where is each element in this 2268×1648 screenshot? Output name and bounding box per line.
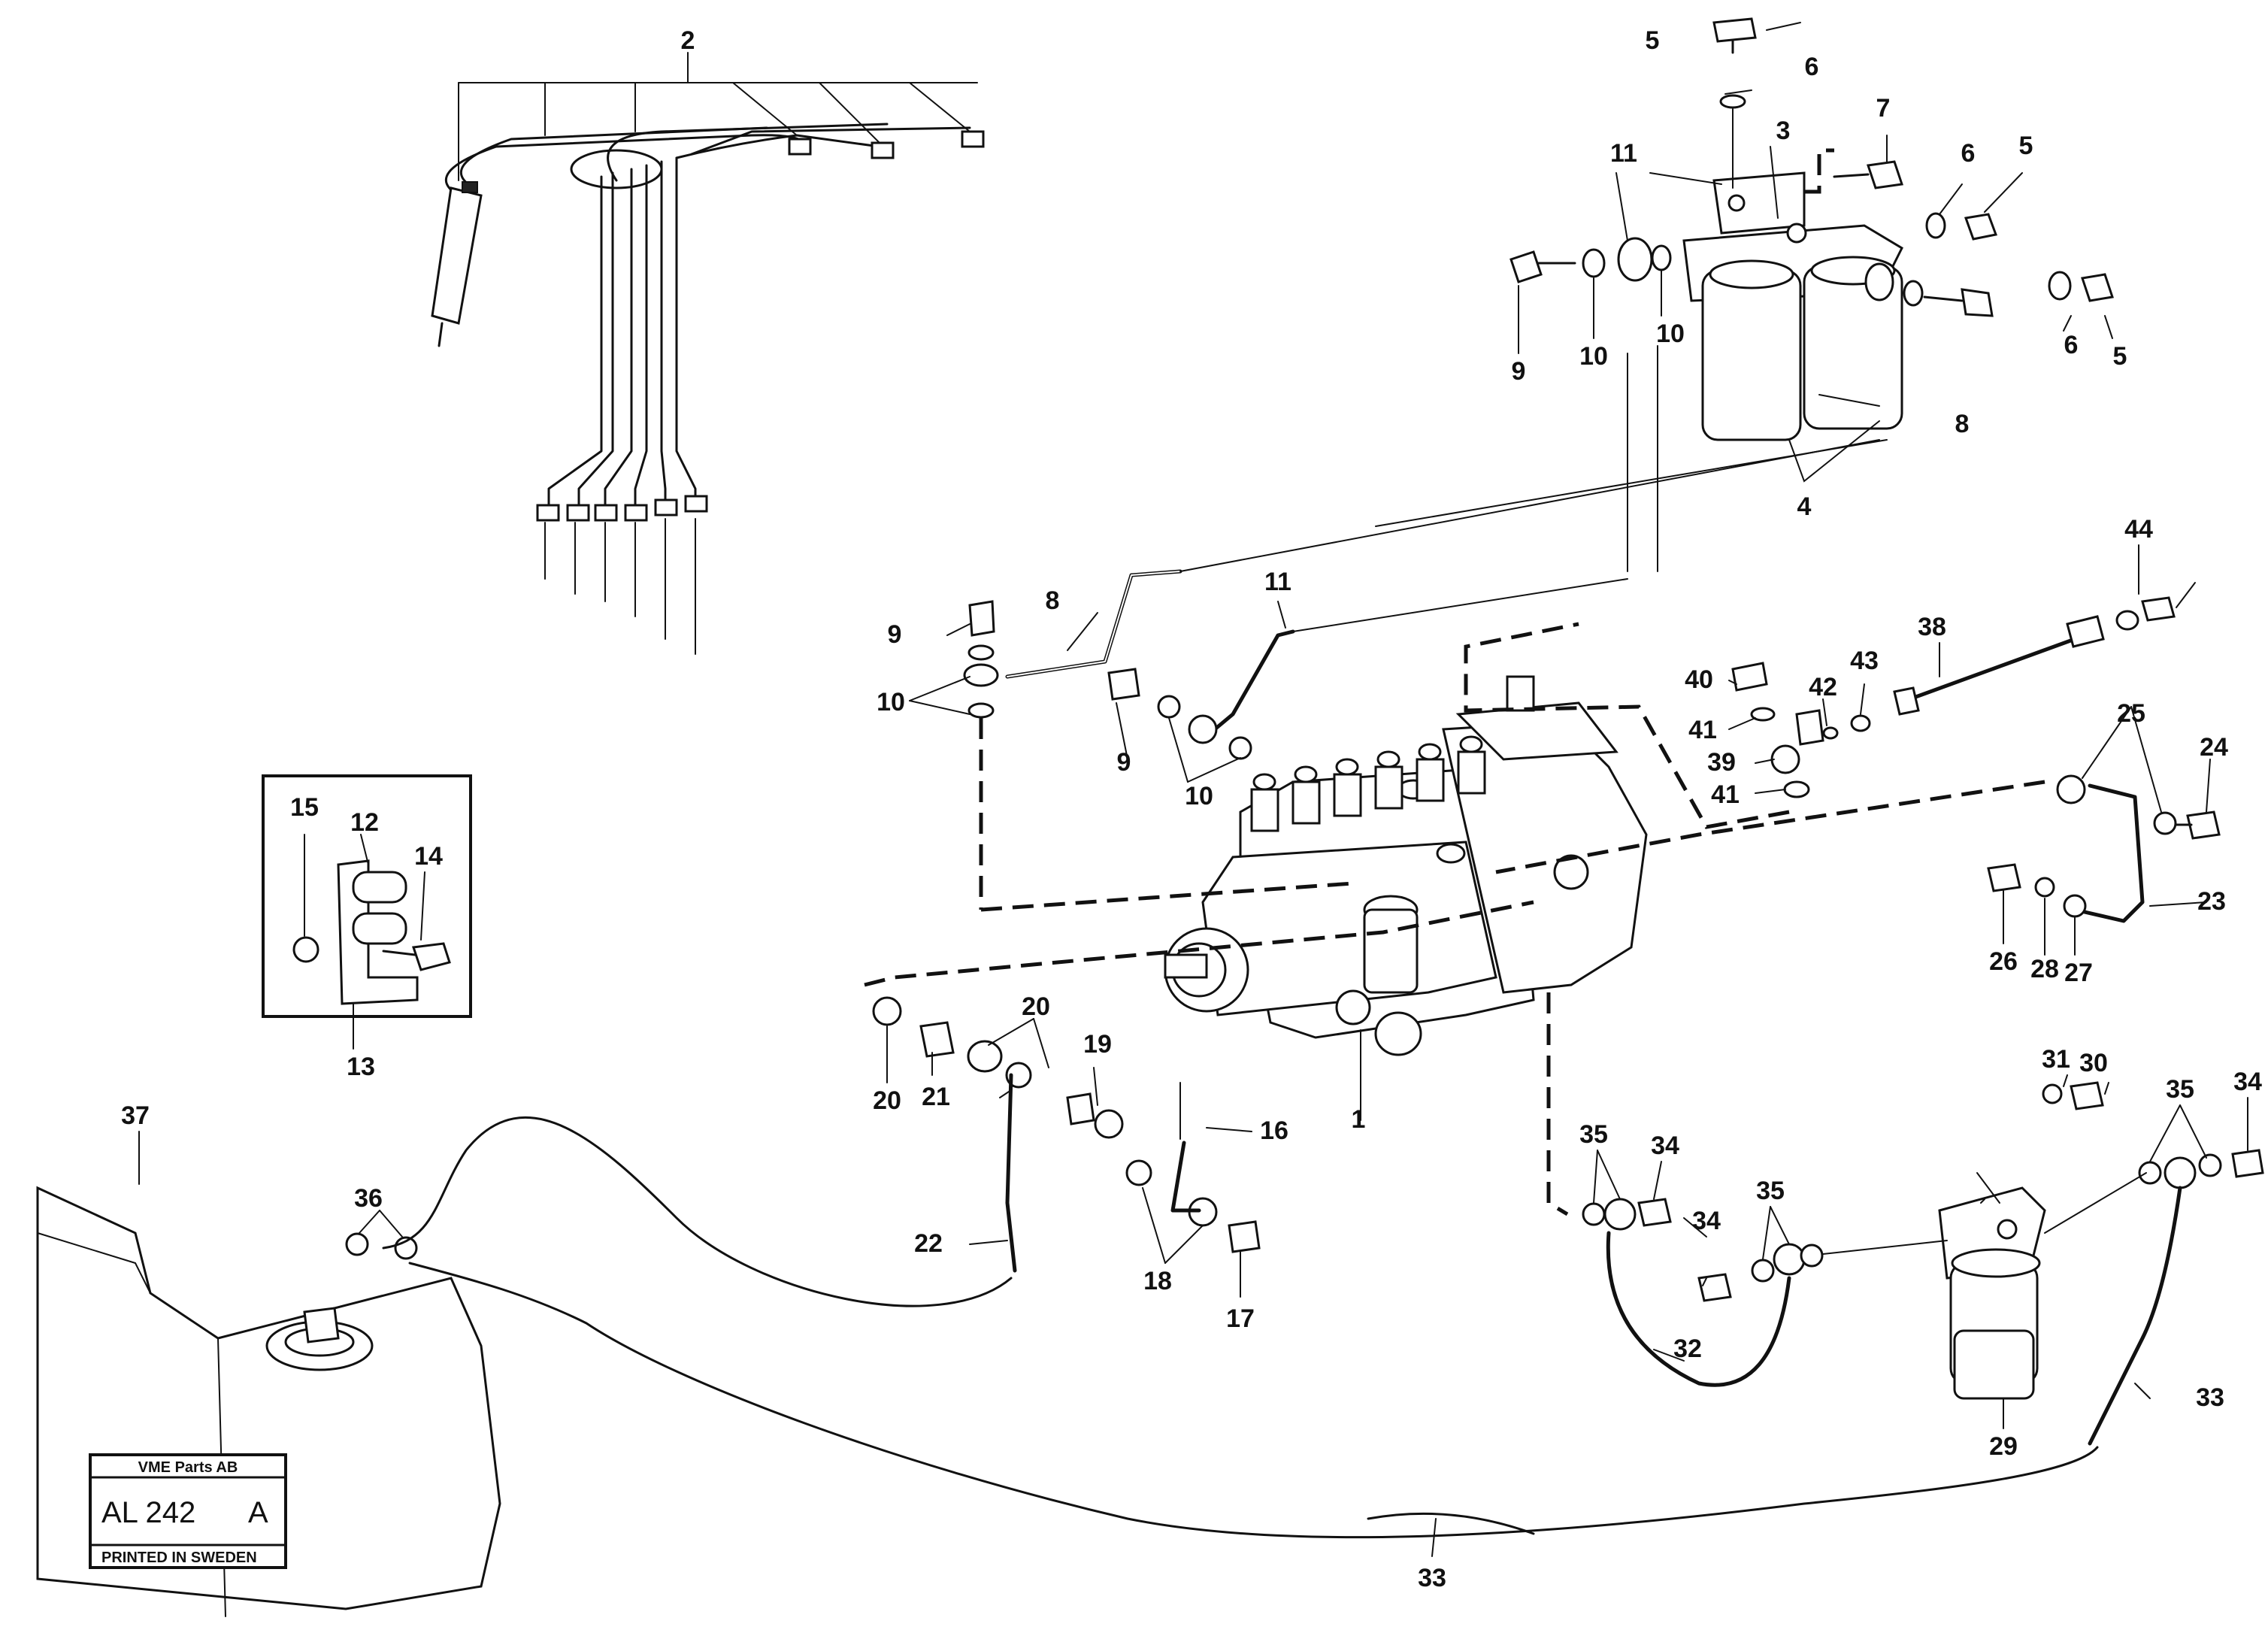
callout-8-pipe: 8 bbox=[1046, 586, 1060, 615]
fuel-filter-assembly bbox=[1375, 17, 2114, 572]
callout-9-pump: 9 bbox=[1117, 748, 1131, 777]
label-printed: PRINTED IN SWEDEN bbox=[101, 1550, 257, 1566]
callout-7: 7 bbox=[1876, 94, 1891, 123]
callout-20-right: 20 bbox=[1022, 992, 1050, 1021]
callout-19: 19 bbox=[1083, 1030, 1112, 1059]
injection-pipes-group bbox=[431, 52, 985, 655]
callout-30: 30 bbox=[2079, 1049, 2108, 1077]
callout-21: 21 bbox=[922, 1083, 950, 1111]
callout-27: 27 bbox=[2064, 959, 2093, 987]
callout-2: 2 bbox=[681, 26, 695, 55]
supply-pipe-16-22 bbox=[864, 900, 1534, 1298]
callout-8-filter: 8 bbox=[1955, 410, 1970, 438]
callout-44: 44 bbox=[2124, 515, 2153, 544]
label-box: VME Parts AB AL 242 A PRINTED IN SWEDEN bbox=[89, 1453, 287, 1569]
callout-10-filter-left: 10 bbox=[1579, 342, 1608, 371]
callout-38: 38 bbox=[1918, 613, 1946, 641]
callout-33-bottom: 33 bbox=[1418, 1564, 1446, 1592]
callout-35-mid: 35 bbox=[1756, 1177, 1785, 1205]
fuel-tank-37 bbox=[36, 1116, 2099, 1617]
callout-1: 1 bbox=[1352, 1105, 1366, 1134]
callout-32: 32 bbox=[1673, 1334, 1702, 1363]
callout-41-lower: 41 bbox=[1711, 780, 1740, 809]
injection-pump bbox=[1164, 675, 1648, 1121]
callout-20-left: 20 bbox=[873, 1086, 901, 1115]
callout-9-filter: 9 bbox=[1512, 357, 1526, 386]
callout-22: 22 bbox=[914, 1229, 943, 1258]
callout-4: 4 bbox=[1797, 492, 1812, 521]
callout-5-top: 5 bbox=[1646, 26, 1660, 55]
callout-6-lower: 6 bbox=[2064, 331, 2079, 359]
callout-17: 17 bbox=[1226, 1304, 1255, 1333]
callout-13: 13 bbox=[347, 1053, 375, 1081]
callout-23: 23 bbox=[2197, 887, 2226, 916]
callout-24: 24 bbox=[2200, 733, 2228, 762]
callout-10-pump: 10 bbox=[1185, 782, 1213, 810]
callout-10-pipe: 10 bbox=[877, 688, 905, 716]
callout-40: 40 bbox=[1685, 665, 1713, 694]
fuel-pipes-8-11 bbox=[909, 439, 1880, 912]
callout-28: 28 bbox=[2030, 955, 2059, 983]
callout-42: 42 bbox=[1809, 673, 1837, 701]
callout-34-lower: 34 bbox=[1692, 1207, 1721, 1235]
callout-33-right: 33 bbox=[2196, 1383, 2224, 1412]
callout-31: 31 bbox=[2042, 1045, 2070, 1074]
callout-35-right: 35 bbox=[2166, 1075, 2194, 1104]
callout-11-pipe: 11 bbox=[1264, 568, 1291, 596]
callout-39: 39 bbox=[1707, 748, 1736, 777]
callout-5-right: 5 bbox=[2019, 132, 2033, 160]
callout-34-right: 34 bbox=[2233, 1068, 2262, 1096]
callout-18: 18 bbox=[1143, 1267, 1172, 1295]
callout-36: 36 bbox=[354, 1184, 383, 1213]
callout-3: 3 bbox=[1776, 117, 1791, 145]
prefilter-29-35 bbox=[1546, 992, 2264, 1446]
callout-37: 37 bbox=[121, 1101, 150, 1130]
callout-9-pipe: 9 bbox=[888, 620, 902, 649]
callout-34-top: 34 bbox=[1651, 1131, 1679, 1160]
callout-numbers: 1 2 3 4 5 5 5 6 6 6 7 8 8 9 9 9 10 10 10… bbox=[121, 26, 2262, 1592]
callout-16: 16 bbox=[1260, 1116, 1288, 1145]
callout-25: 25 bbox=[2117, 699, 2145, 728]
callout-12: 12 bbox=[350, 808, 379, 837]
label-revision: A bbox=[248, 1496, 268, 1529]
callout-14: 14 bbox=[414, 842, 443, 871]
callout-6-top: 6 bbox=[1805, 53, 1819, 81]
callout-43: 43 bbox=[1850, 647, 1879, 675]
return-line-38-44 bbox=[1464, 544, 2196, 829]
callout-10-filter-right: 10 bbox=[1656, 320, 1685, 348]
clamp-inset bbox=[262, 774, 472, 1050]
callout-15: 15 bbox=[290, 793, 319, 822]
pipe-23-28 bbox=[1495, 706, 2221, 956]
callout-11-filter: 11 bbox=[1610, 139, 1637, 168]
callout-41-top: 41 bbox=[1688, 716, 1717, 744]
label-code: AL 242 bbox=[101, 1496, 195, 1529]
label-company: VME Parts AB bbox=[138, 1459, 238, 1476]
callout-26: 26 bbox=[1989, 947, 2018, 976]
callout-6-right: 6 bbox=[1961, 139, 1976, 168]
callout-29: 29 bbox=[1989, 1432, 2018, 1461]
callout-35-left: 35 bbox=[1579, 1120, 1608, 1149]
callout-5-lower: 5 bbox=[2113, 342, 2127, 371]
